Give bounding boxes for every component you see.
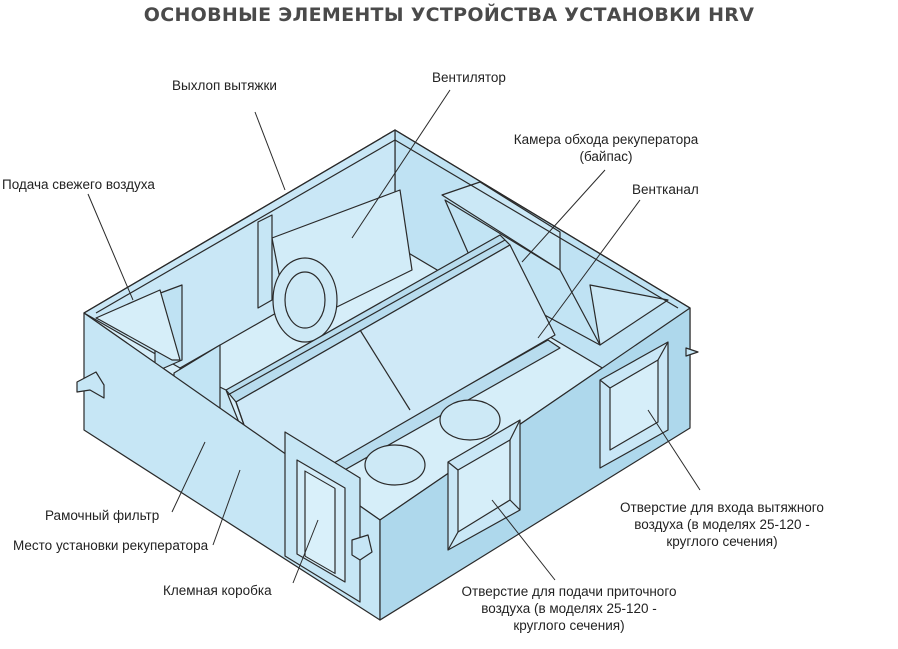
label-exhaust-inlet-line3: круглого сечения) [666, 534, 778, 549]
label-fresh-air: Подача свежего воздуха [2, 177, 155, 192]
fan-inlet [272, 257, 338, 343]
label-supply-outlet-line2: воздуха (в моделях 25-120 - [481, 601, 657, 616]
label-exhaust-outlet: Выхлоп вытяжки [172, 78, 277, 93]
label-fan: Вентилятор [432, 70, 506, 85]
label-supply-outlet: Отверстие для подачи приточного воздуха … [440, 583, 698, 634]
label-exhaust-inlet: Отверстие для входа вытяжного воздуха (в… [600, 499, 844, 550]
label-bypass: Камера обхода рекуператора (байпас) [495, 131, 717, 165]
label-bypass-line1: Камера обхода рекуператора [513, 132, 699, 147]
label-vent-channel: Вентканал [632, 182, 699, 197]
label-bypass-line2: (байпас) [579, 149, 633, 164]
label-recuperator-place: Место установки рекуператора [13, 538, 209, 553]
label-exhaust-inlet-line1: Отверстие для входа вытяжного [620, 500, 824, 515]
label-exhaust-inlet-line2: воздуха (в моделях 25-120 - [634, 517, 810, 532]
label-frame-filter: Рамочный фильтр [45, 508, 160, 523]
label-supply-outlet-line1: Отверстие для подачи приточного [461, 584, 677, 599]
mounting-bracket-right [351, 534, 373, 561]
mounting-bracket-left [76, 371, 105, 399]
diagram-title: ОСНОВНЫЕ ЭЛЕМЕНТЫ УСТРОЙСТВА УСТАНОВКИ H… [143, 4, 755, 26]
fresh-air-cavity [95, 289, 181, 361]
label-terminal-box: Клемная коробка [163, 583, 272, 598]
label-supply-outlet-line3: круглого сечения) [513, 618, 625, 633]
